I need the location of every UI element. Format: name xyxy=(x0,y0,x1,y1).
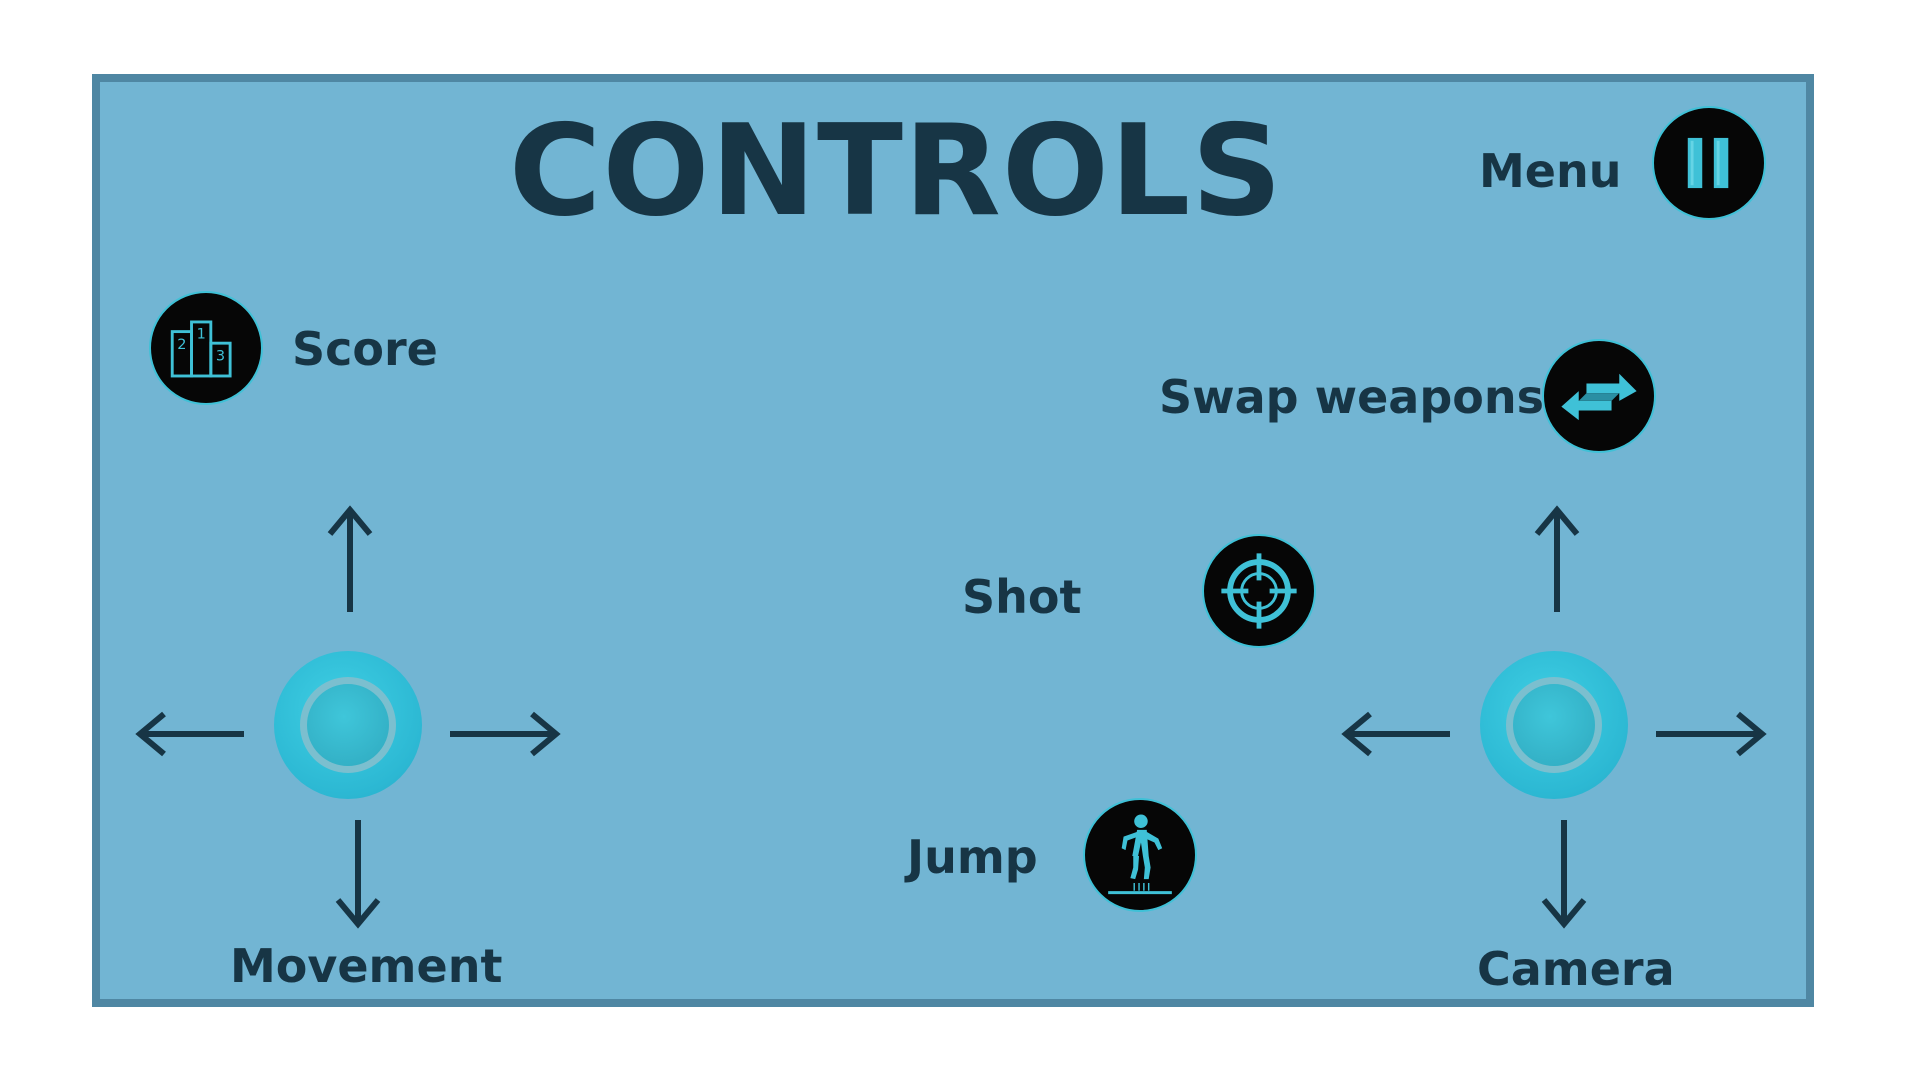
movement-right-arrow-icon xyxy=(450,710,562,758)
jumping-figure-icon xyxy=(1108,814,1172,895)
score-button[interactable]: 1 2 3 xyxy=(149,291,263,405)
podium-second-place: 2 xyxy=(177,337,186,353)
camera-right-arrow-icon xyxy=(1656,710,1768,758)
pause-icon xyxy=(1687,137,1729,189)
shot-button[interactable] xyxy=(1202,534,1316,648)
podium-icon: 1 2 3 xyxy=(170,320,232,378)
movement-label: Movement xyxy=(230,939,503,993)
movement-left-arrow-icon xyxy=(134,710,246,758)
movement-joystick-thumb[interactable] xyxy=(300,677,396,773)
camera-joystick-thumb[interactable] xyxy=(1506,677,1602,773)
camera-down-arrow-icon xyxy=(1540,820,1588,930)
crosshair-icon xyxy=(1221,553,1297,629)
page-title: CONTROLS xyxy=(508,97,1284,244)
controls-panel xyxy=(92,74,1814,1007)
menu-button[interactable] xyxy=(1652,106,1766,220)
score-label: Score xyxy=(292,322,438,376)
movement-joystick-icon[interactable] xyxy=(274,651,422,799)
swap-arrows-icon xyxy=(1561,373,1637,421)
podium-first-place: 1 xyxy=(197,326,206,342)
camera-left-arrow-icon xyxy=(1340,710,1452,758)
camera-joystick-icon[interactable] xyxy=(1480,651,1628,799)
swap-weapons-label: Swap weapons xyxy=(1159,370,1545,424)
jump-button[interactable] xyxy=(1083,798,1197,912)
camera-up-arrow-icon xyxy=(1533,504,1581,614)
shot-label: Shot xyxy=(962,570,1082,624)
swap-weapons-button[interactable] xyxy=(1542,339,1656,453)
camera-label: Camera xyxy=(1477,942,1675,996)
menu-label: Menu xyxy=(1479,144,1622,198)
jump-label: Jump xyxy=(907,830,1038,884)
movement-up-arrow-icon xyxy=(326,504,374,614)
movement-down-arrow-icon xyxy=(334,820,382,930)
podium-third-place: 3 xyxy=(216,349,225,365)
